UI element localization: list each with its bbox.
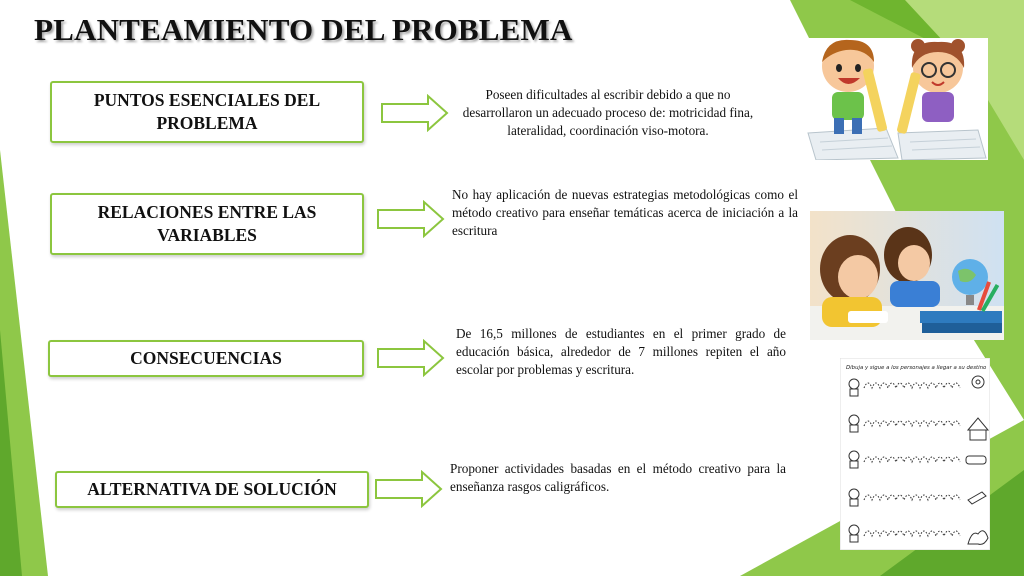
label-box-consecuencias: CONSECUENCIAS [48,340,364,377]
description-relaciones: No hay aplicación de nuevas estrategias … [452,187,798,238]
arrow-right-icon [377,339,445,377]
label-alternativa: ALTERNATIVA DE SOLUCIÓN [87,479,337,499]
label-box-relaciones: RELACIONES ENTRE LAS VARIABLES [50,193,364,255]
page-title: PLANTEAMIENTO DEL PROBLEMA [34,12,573,47]
tracing-worksheet-image: Dibuja y sigue a los personajes a llegar… [840,358,990,550]
label-puntos-esenciales: PUNTOS ESENCIALES DEL PROBLEMA [93,90,321,133]
label-relaciones: RELACIONES ENTRE LAS VARIABLES [97,202,317,245]
label-consecuencias: CONSECUENCIAS [130,348,282,368]
label-box-alternativa: ALTERNATIVA DE SOLUCIÓN [55,471,369,508]
worksheet-caption: Dibuja y sigue a los personajes a llegar… [846,365,987,371]
arrow-right-icon [381,94,449,132]
students-writing-photo [810,211,1004,340]
description-consecuencias: De 16,5 millones de estudiantes en el pr… [456,326,786,377]
label-box-puntos-esenciales: PUNTOS ESENCIALES DEL PROBLEMA [50,81,364,143]
arrow-right-icon [377,200,445,238]
kids-writing-illustration [806,38,988,160]
description-puntos-esenciales: Poseen dificultades al escribir debido a… [462,87,754,138]
description-alternativa: Proponer actividades basadas en el métod… [450,461,786,494]
arrow-right-icon [375,470,443,508]
